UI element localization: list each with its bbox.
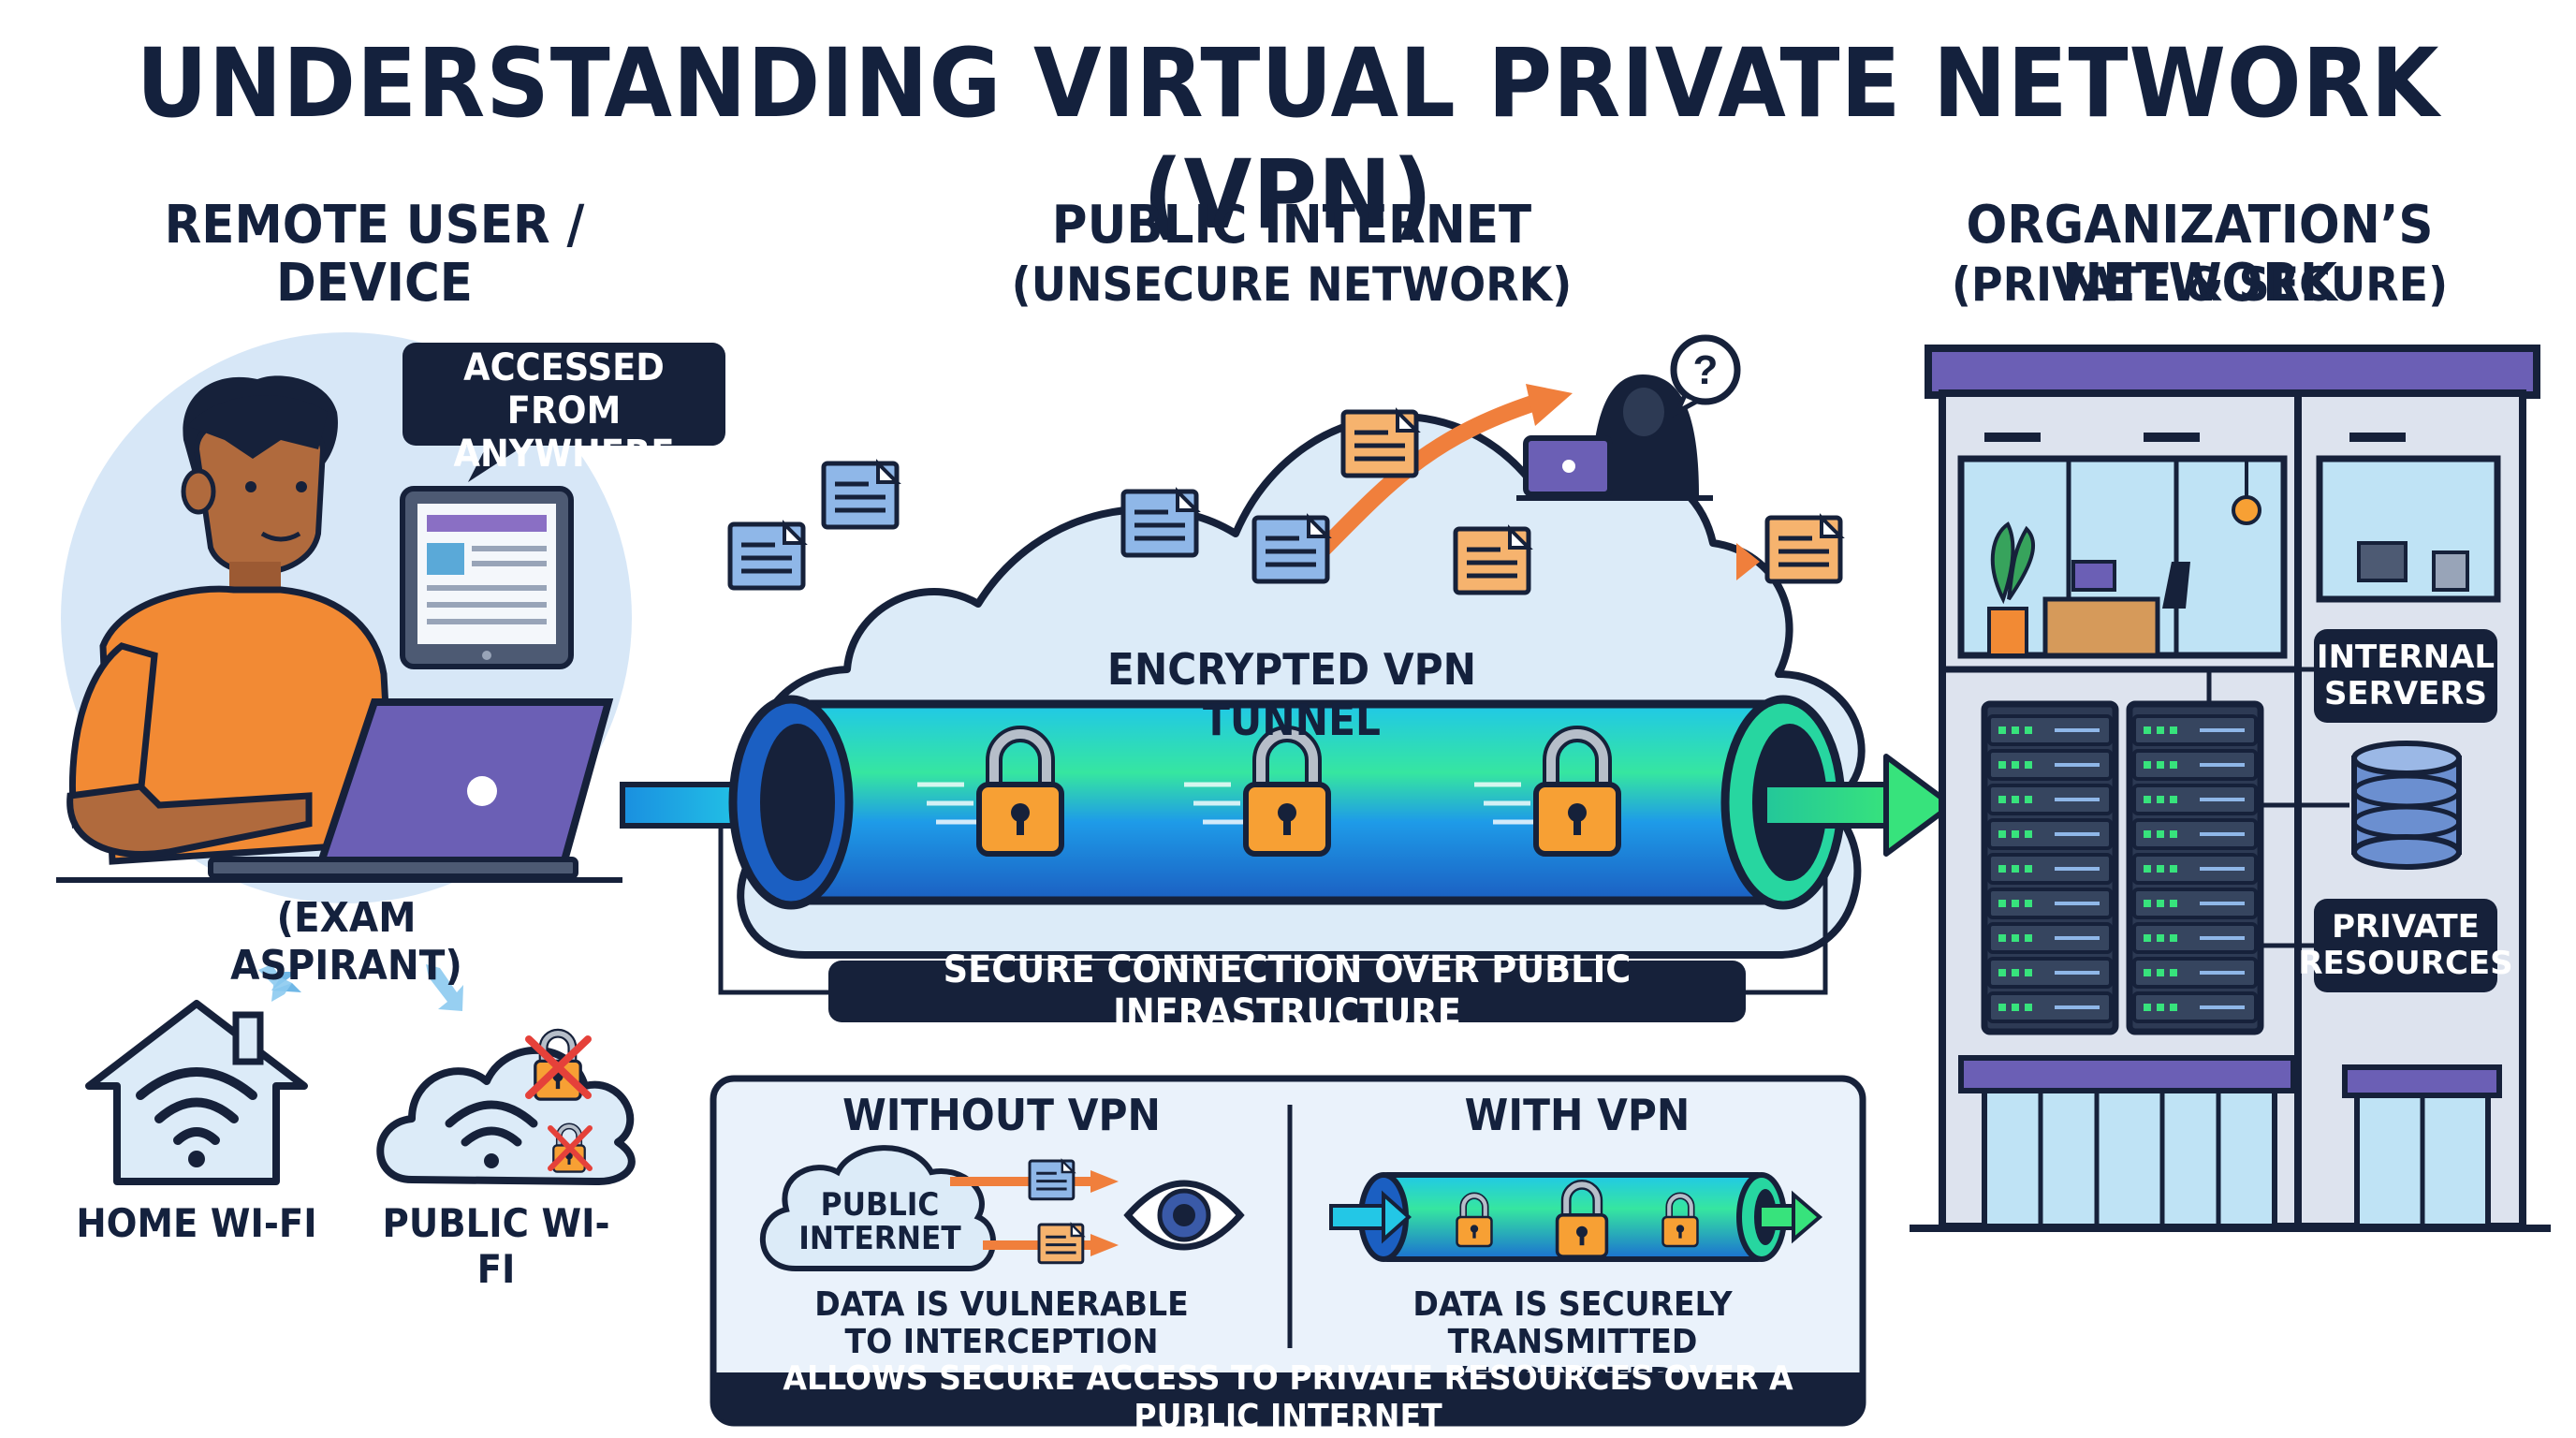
bubble-line-1: ACCESSED FROM (463, 346, 665, 433)
hint-arrow-right-icon (426, 964, 463, 1011)
with-desc-line-1: DATA IS SECURELY TRANSMITTED (1412, 1285, 1733, 1362)
database-icon (2351, 741, 2462, 870)
section-title-internet: PUBLIC INTERNET (1051, 195, 1532, 256)
section-subtitle-org: (PRIVATE & SECURE) (1951, 257, 2449, 312)
user-label: (EXAM ASPIRANT) (230, 894, 462, 990)
page-title: UNDERSTANDING VIRTUAL PRIVATE NETWORK (V… (136, 28, 2440, 251)
public-wifi-label: PUBLIC WI-FI (382, 1200, 610, 1292)
without-vpn-description: DATA IS VULNERABLE TO INTERCEPTION (769, 1285, 1235, 1362)
internal-servers-line-2: SERVERS (2323, 675, 2488, 712)
internal-servers-badge: INTERNAL SERVERS (2314, 629, 2497, 723)
person-icon (66, 375, 397, 865)
private-resources-line-2: RESOURCES (2298, 945, 2513, 982)
section-title-org: ORGANIZATION’S NETWORK (1966, 195, 2434, 314)
comparison-footer: ALLOWS SECURE ACCESS TO PRIVATE RESOURCE… (713, 1359, 1863, 1436)
public-internet-cloud-small (760, 1145, 996, 1271)
tunnel-label: ENCRYPTED VPN TUNNEL (1106, 644, 1477, 745)
without-vpn-title: WITHOUT VPN (842, 1090, 1161, 1140)
document-icon (1123, 492, 1196, 555)
house-wifi-icon (85, 1000, 308, 1185)
laptop-icon (56, 698, 622, 883)
without-desc-line-2: TO INTERCEPTION (844, 1323, 1159, 1362)
document-icon (1343, 412, 1416, 476)
server-rack-icon (2132, 714, 2258, 1023)
server-rack-icon (1987, 714, 2113, 1023)
private-resources-badge: PRIVATE RESOURCES (2298, 899, 2513, 992)
document-icon (1028, 1159, 1076, 1201)
cloud-line-2: INTERNET (798, 1219, 961, 1257)
document-icon (1037, 1223, 1085, 1265)
document-icon (1767, 518, 1840, 581)
tunnel-caption: SECURE CONNECTION OVER PUBLIC INFRASTRUC… (828, 948, 1746, 1034)
eye-icon (1123, 1180, 1245, 1251)
public-internet-cloud-text: PUBLIC INTERNET (785, 1186, 974, 1257)
svg-text:?: ? (1693, 347, 1719, 393)
comparison-footer-text: ALLOWS SECURE ACCESS TO PRIVATE RESOURCE… (783, 1358, 1793, 1436)
speech-bubble-text: ACCESSED FROM ANYWHERE (416, 346, 712, 476)
speech-bubble (402, 343, 725, 482)
hint-arrow-left-icon (271, 972, 301, 992)
bubble-line-2: ANYWHERE (453, 433, 675, 476)
cloud-wifi-icon (376, 1034, 636, 1185)
arrow-to-hacker (1526, 384, 1573, 426)
document-icon (730, 524, 803, 588)
hacker-icon: ? (1516, 334, 1741, 501)
private-resources-line-1: PRIVATE (2332, 907, 2480, 946)
document-icon (1254, 518, 1327, 581)
with-vpn-description: DATA IS SECURELY TRANSMITTED (ENCRYPTED) (1323, 1285, 1822, 1400)
arrow-out-of-tunnel-icon (1762, 754, 1954, 857)
cloud-line-1: PUBLIC (820, 1186, 940, 1224)
section-title-remote: REMOTE USER / DEVICE (164, 195, 585, 314)
document-icon (1456, 529, 1529, 593)
with-vpn-title: WITH VPN (1464, 1090, 1690, 1140)
internal-servers-line-1: INTERNAL (2316, 638, 2496, 676)
tunnel-caption-text: SECURE CONNECTION OVER PUBLIC INFRASTRUC… (943, 948, 1632, 1034)
section-subtitle-internet: (UNSECURE NETWORK) (1011, 257, 1573, 312)
without-desc-line-1: DATA IS VULNERABLE (814, 1285, 1189, 1324)
document-icon (824, 463, 897, 527)
tablet-icon (400, 486, 574, 669)
home-wifi-label: HOME WI-FI (76, 1200, 317, 1246)
